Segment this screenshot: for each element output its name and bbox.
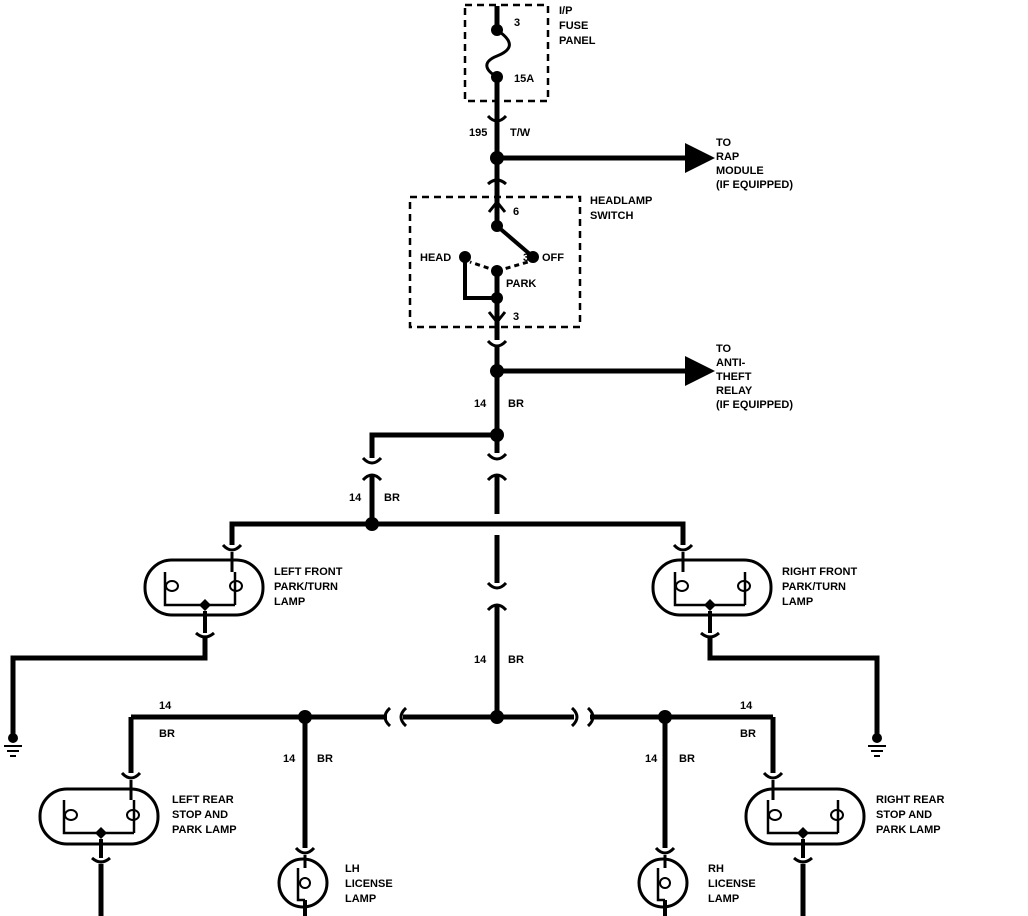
- ground-icon: [868, 733, 886, 757]
- wire-color-br: BR: [508, 654, 524, 666]
- left-rear-lamp-label: LEFT REAR STOP AND PARK LAMP: [172, 794, 237, 836]
- connector: [294, 846, 316, 855]
- fuse-pin-top: 3: [514, 17, 520, 29]
- connector: [654, 846, 676, 855]
- wire-color-br: BR: [317, 753, 333, 765]
- right-rear-lamp-label: RIGHT REAR STOP AND PARK LAMP: [876, 794, 948, 836]
- wire-color-br: BR: [384, 492, 400, 504]
- connector: [793, 856, 813, 864]
- lh-license-lamp: [277, 855, 329, 916]
- fuse-rating: 15A: [514, 73, 534, 85]
- wire-circuit-14: 14: [474, 398, 487, 410]
- connector: [361, 452, 508, 482]
- rh-license-lamp: [637, 855, 689, 916]
- wire-color-br: BR: [159, 728, 175, 740]
- rh-license-lamp-label: RH LICENSE LAMP: [708, 863, 759, 905]
- fuse-panel-label: I/P FUSE PANEL: [559, 5, 596, 47]
- switch-pin-in: 6: [513, 206, 519, 218]
- connector: [221, 543, 694, 552]
- connector: [91, 856, 111, 864]
- wire-circuit-14: 14: [349, 492, 362, 504]
- switch-pos-head: HEAD: [420, 252, 451, 264]
- wire-circuit-14: 14: [474, 654, 487, 666]
- right-front-lamp: [651, 552, 773, 633]
- wire-color-br: BR: [679, 753, 695, 765]
- right-front-lamp-label: RIGHT FRONT PARK/TURN LAMP: [782, 566, 860, 608]
- right-rear-lamp: [744, 780, 866, 858]
- connector: [383, 706, 595, 728]
- wire-circuit-14: 14: [645, 753, 658, 765]
- headlamp-switch: 6 HEAD 3 OFF PARK 3: [408, 183, 582, 340]
- switch-pin-out: 3: [513, 311, 519, 323]
- rap-module-label: TO RAP MODULE (IF EQUIPPED): [716, 137, 793, 191]
- switch-pos-off: OFF: [542, 252, 564, 264]
- switch-pos-park: PARK: [506, 278, 536, 290]
- anti-theft-label: TO ANTI- THEFT RELAY (IF EQUIPPED): [716, 343, 793, 411]
- connector: [700, 631, 720, 639]
- fuse-panel: 3 15A: [463, 3, 550, 103]
- left-front-lamp-label: LEFT FRONT PARK/TURN LAMP: [274, 566, 346, 608]
- connector: [120, 771, 142, 780]
- connector: [195, 631, 215, 639]
- wire-circuit-195: 195: [469, 127, 487, 139]
- connector: [486, 339, 508, 348]
- wire-circuit-14: 14: [283, 753, 296, 765]
- connector: [487, 178, 507, 186]
- wire-circuit-14: 14: [740, 700, 753, 712]
- left-front-lamp: [143, 552, 265, 633]
- headlamp-switch-label: HEADLAMP SWITCH: [590, 195, 655, 222]
- ground-icon: [4, 733, 22, 757]
- wire-color-br: BR: [508, 398, 524, 410]
- wire-color-br: BR: [740, 728, 756, 740]
- left-rear-lamp: [38, 780, 160, 858]
- lh-license-lamp-label: LH LICENSE LAMP: [345, 863, 396, 905]
- connector: [762, 771, 784, 780]
- wire-circuit-14: 14: [159, 700, 172, 712]
- wire-color-tw: T/W: [510, 127, 531, 139]
- fuse-element: [485, 28, 511, 79]
- switch-pos-mid: 3: [523, 252, 529, 264]
